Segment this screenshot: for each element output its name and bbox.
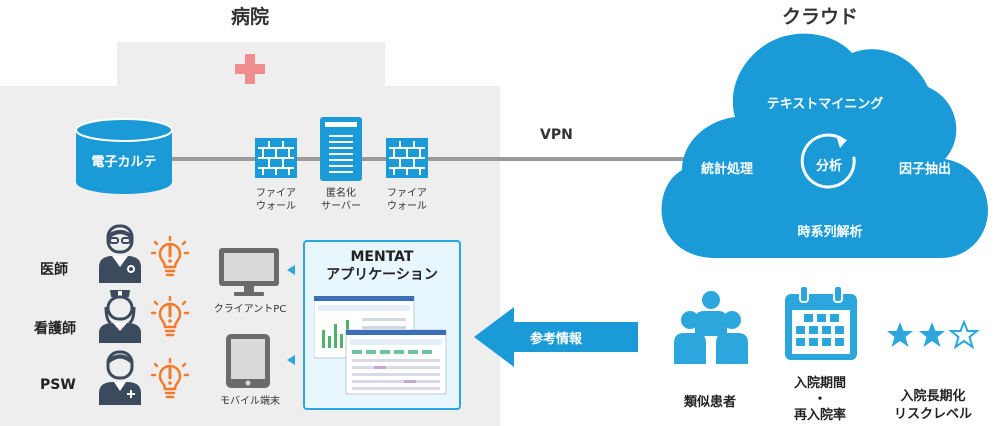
- hospital-title: 病院: [230, 6, 269, 28]
- risk-stars-icon: [887, 320, 980, 350]
- cloud-title: クラウド: [781, 6, 858, 28]
- alert-bulb-icon: [151, 236, 189, 277]
- cloud-factor-extraction: 因子抽出: [898, 162, 951, 177]
- patients-group-icon: [674, 291, 748, 364]
- psw-icon: [99, 350, 141, 405]
- firewall-right-icon: [386, 138, 428, 178]
- client-pc-icon: [219, 248, 279, 296]
- cloud-statistics: 統計処理: [700, 162, 753, 177]
- mobile-label: モバイル端末: [220, 396, 280, 407]
- cloud-text-mining: テキストマイニング: [766, 97, 884, 112]
- nurse-icon: [99, 290, 141, 343]
- reference-info-label: 参考情報: [530, 332, 583, 347]
- role-doctor-label: 医師: [40, 262, 68, 278]
- mobile-tablet-icon: [226, 334, 270, 388]
- alert-bulb-icon: [151, 296, 189, 337]
- role-nurse-label: 看護師: [34, 321, 76, 337]
- risk-level-label: 入院長期化リスクレベル: [893, 389, 972, 422]
- similar-patients-label: 類似患者: [683, 395, 736, 410]
- period-readmission-label: 入院期間・再入院率: [793, 376, 846, 423]
- alert-bulb-icon: [151, 358, 189, 399]
- anon-server-label: 匿名化サーバー: [321, 188, 361, 212]
- firewall-left-label: ファイアウォール: [256, 188, 296, 212]
- doctor-icon: [99, 224, 141, 283]
- cloud-analysis: 分析: [815, 159, 842, 174]
- analysis-cycle-icon: [800, 133, 856, 189]
- cloud-time-series: 時系列解析: [797, 225, 863, 240]
- cloud-shape: [661, 33, 988, 258]
- client-pc-label: クライアントPC: [213, 304, 287, 315]
- vpn-label: VPN: [540, 127, 573, 143]
- pointer-arrow-icon: [287, 355, 295, 365]
- ehr-database-icon: [75, 118, 173, 194]
- firewall-right-label: ファイアウォール: [387, 188, 427, 212]
- reference-arrow-icon: [474, 307, 638, 367]
- calendar-icon: [785, 286, 857, 360]
- mentat-screenshot-image: [314, 296, 447, 395]
- role-psw-label: PSW: [40, 377, 76, 393]
- anon-server-icon: [320, 117, 362, 181]
- pointer-arrow-icon: [287, 265, 295, 275]
- hospital-cross-icon: [235, 54, 265, 84]
- firewall-left-icon: [255, 138, 297, 178]
- ehr-label: 電子カルテ: [91, 155, 157, 170]
